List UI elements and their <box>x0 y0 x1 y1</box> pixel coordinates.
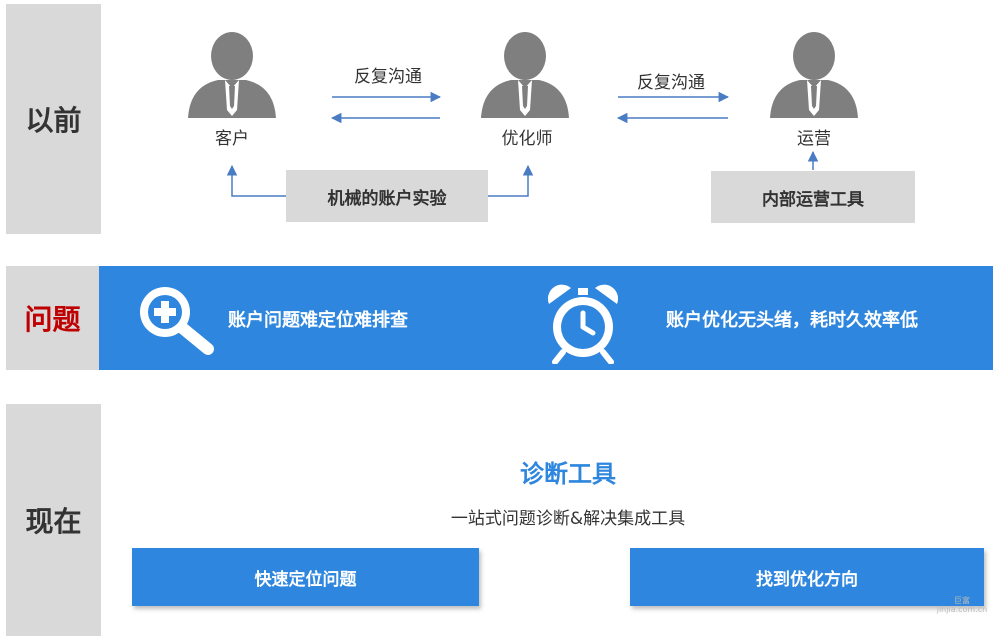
communication-label-left: 反复沟通 <box>354 67 422 87</box>
operations-person-icon <box>770 32 858 118</box>
communication-label-right: 反复沟通 <box>637 73 705 93</box>
section-label-problem-text: 问题 <box>24 303 81 336</box>
watermark-line-1: 巨富 <box>954 596 970 605</box>
optimizer-person-icon <box>481 32 569 118</box>
quick-locate-button-label: 快速定位问题 <box>254 569 357 590</box>
before-connectors <box>226 91 819 197</box>
find-direction-button-label: 找到优化方向 <box>756 569 858 590</box>
diagnostic-tool-title: 诊断工具 <box>520 460 616 488</box>
account-test-box: 机械的账户实验 <box>286 170 488 222</box>
find-direction-button[interactable]: 找到优化方向 <box>630 548 984 606</box>
quick-locate-button[interactable]: 快速定位问题 <box>132 548 479 606</box>
section-label-problem: 问题 <box>6 266 99 370</box>
watermark: 巨富 jinjia.com.cn <box>934 596 990 614</box>
operations-label: 运营 <box>797 129 831 149</box>
watermark-line-2: jinjia.com.cn <box>936 605 988 614</box>
optimizer-label: 优化师 <box>501 129 553 149</box>
problem-band <box>99 266 993 370</box>
zoom-plus-icon <box>140 287 214 355</box>
arrow-test-to-optimizer <box>487 164 534 197</box>
section-label-now: 现在 <box>6 404 101 636</box>
customer-label: 客户 <box>215 129 249 149</box>
issue-efficiency-text: 账户优化无头绪，耗时久效率低 <box>666 310 918 331</box>
section-label-before-text: 以前 <box>25 104 82 137</box>
internal-tool-label: 内部运营工具 <box>762 189 864 210</box>
arrow-test-to-customer <box>226 164 286 197</box>
section-label-before: 以前 <box>6 4 101 234</box>
customer-person-icon <box>188 32 276 118</box>
alarm-clock-icon <box>547 284 619 364</box>
diagnostic-tool-subtitle: 一站式问题诊断&解决集成工具 <box>450 509 686 529</box>
issue-locate-text: 账户问题难定位难排查 <box>228 310 408 331</box>
internal-tool-box: 内部运营工具 <box>711 171 915 223</box>
account-test-label: 机械的账户实验 <box>327 188 447 209</box>
section-label-now-text: 现在 <box>25 505 82 538</box>
